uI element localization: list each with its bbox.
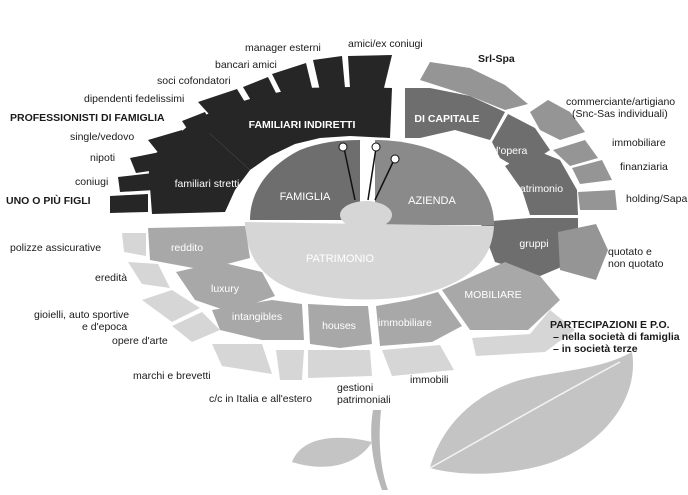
sector-luxury [176,262,275,312]
pin-head-1 [338,142,348,152]
pin-line-3 [374,159,395,201]
label-coniugi: coniugi [75,176,109,188]
label-professionisti: PROFESSIONISTI DI FAMIGLIA [10,112,165,124]
block-gestioni [308,350,372,378]
label-single-vedovo: single/vedovo [70,131,135,143]
sector-familiari-stretti [148,120,250,214]
block-quotato [558,224,608,280]
block-holding [578,190,617,210]
label-dipendenti-fedelissimi: dipendenti fedelissimi [84,93,185,105]
sector-di-patrimonio [505,150,578,215]
label-marchi-brevetti: marchi e brevetti [133,370,211,382]
label-immobiliare: immobiliare [378,317,432,329]
pin-head-3 [390,154,400,164]
label-reddito: reddito [171,242,203,254]
label-gioielli-2: e d'epoca [82,321,128,333]
block-finanziaria [572,160,612,184]
label-di-capitale: DI CAPITALE [414,113,479,125]
label-nipoti: nipoti [90,152,116,164]
sector-di-capitale [405,88,505,140]
block-coniugi [118,173,155,192]
label-finanziaria: finanziaria [620,161,668,173]
label-intangibles: intangibles [232,311,282,323]
label-partecipazioni-3: – in società terze [553,343,638,355]
block-srl-spa [420,62,528,110]
label-gruppi: gruppi [519,238,548,250]
block-eredita [128,262,170,288]
label-holding: holding/Sapa [626,193,688,205]
label-opere-arte: opere d'arte [112,335,168,347]
label-immobiliare-az: immobiliare [612,137,666,149]
label-mobiliare: MOBILIARE [464,289,521,301]
label-srl-spa: Srl-Spa [478,53,515,65]
sector-immobiliare [376,292,462,346]
pin-line-2 [367,147,377,201]
label-gestioni-1: gestioni [337,382,374,394]
sector-mobiliare [442,262,560,330]
block-amici-ex-coniugi [348,55,392,88]
sector-patrimonio [245,222,494,300]
label-cc-italia: c/c in Italia e all'estero [209,393,312,405]
sector-houses [308,304,372,348]
label-quotato-2: non quotato [608,258,664,270]
sector-azienda [375,140,494,225]
label-familiari-stretti: familiari stretti [175,178,240,190]
block-polizze [122,233,146,256]
sector-famiglia [250,140,360,220]
label-azienda: AZIENDA [408,195,456,207]
sector-intangibles [212,300,304,340]
large-leaf [430,352,634,474]
sector-gruppi [480,218,578,276]
block-immobili [382,345,454,376]
block-immobiliare-az [553,140,598,166]
block-cc [276,350,304,380]
block-marchi [212,344,272,374]
label-partecipazioni-2: – nella società di famiglia [553,331,680,343]
block-commercianti [530,100,585,140]
label-gestioni-2: patrimoniali [337,394,391,406]
block-manager-esterni [313,56,345,91]
label-amici-ex-coniugi: amici/ex coniugi [348,38,423,50]
label-famiglia: FAMIGLIA [280,191,331,203]
block-uno-piu-figli [110,194,148,213]
label-di-patrimonio: di patrimonio [503,183,563,195]
pin-line-1 [343,147,356,201]
label-uno-piu-figli: UNO O PIÙ FIGLI [6,195,91,207]
small-leaf [292,437,372,467]
label-houses: houses [322,320,356,332]
label-bancari-amici: bancari amici [215,59,277,71]
label-soci-cofondatori: soci cofondatori [157,75,231,87]
block-partecipazioni [472,310,575,356]
label-quotato-1: quotato e [608,246,652,258]
label-commercianti-2: (Snc-Sas individuali) [572,108,668,120]
center-core [340,201,392,229]
label-commercianti-1: commerciante/artigiano [566,96,676,108]
label-patrimonio: PATRIMONIO [306,253,374,265]
block-opere-arte [172,312,220,342]
stem [371,410,388,490]
label-gioielli-1: gioielli, auto sportive [34,309,130,321]
label-immobili: immobili [410,374,449,386]
block-gioielli [142,290,200,322]
label-polizze: polizze assicurative [10,242,102,254]
pin-head-2 [371,142,381,152]
label-luxury: luxury [211,283,240,295]
leaf-vein [429,361,621,469]
sector-reddito [148,226,250,270]
label-partecipazioni-1: PARTECIPAZIONI E P.O. [550,319,670,331]
label-d-opera: d'opera [493,145,528,157]
label-eredita: eredità [95,272,128,284]
sector-familiari-indiretti [195,87,392,170]
label-familiari-indiretti: FAMILIARI INDIRETTI [249,119,356,131]
label-manager-esterni: manager esterni [245,42,321,54]
